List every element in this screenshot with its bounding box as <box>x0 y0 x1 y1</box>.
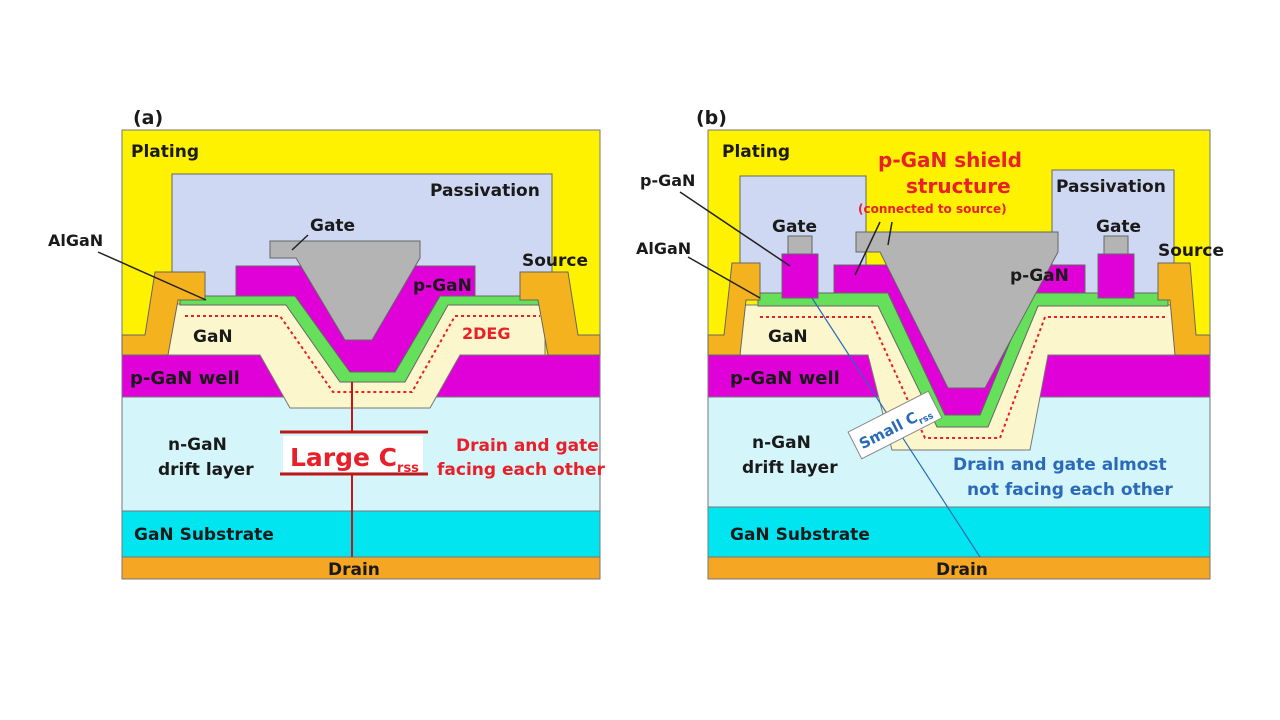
panel-b: Small Crss (b) Plating Passivation p-GaN… <box>636 107 1224 580</box>
gate-leader <box>291 234 309 251</box>
pgan-leader <box>679 191 791 267</box>
shield-leader-2 <box>887 221 893 246</box>
shield-leader-1 <box>854 221 881 276</box>
drain-layer <box>121 556 601 580</box>
gate-right-label: Gate <box>1096 217 1141 237</box>
gate-right-electrode <box>1103 235 1129 255</box>
gan-label: GaN <box>193 327 233 347</box>
shield-electrode <box>855 231 1059 389</box>
source-left-metal <box>707 262 761 356</box>
panel-a-tag: (a) <box>133 107 163 129</box>
drift-label-line2: drift layer <box>742 458 838 478</box>
shield-label-line1: p-GaN shield <box>878 148 1022 172</box>
note-line1: Drain and gate almost <box>953 455 1167 475</box>
algan-leader <box>687 256 761 299</box>
note-line2: facing each other <box>437 460 605 480</box>
panel-b-tag: (b) <box>696 107 727 129</box>
substrate-layer <box>121 510 601 558</box>
pgan-label: p-GaN <box>1010 266 1069 286</box>
algan-leader <box>97 251 207 301</box>
pgan-well-label: p-GaN well <box>730 368 840 389</box>
passivation-label: Passivation <box>430 181 540 201</box>
substrate-layer <box>707 506 1211 558</box>
drift-label-line1: n-GaN <box>752 433 811 453</box>
crss-large-label: Large Crss <box>290 443 419 476</box>
twodeg-label: 2DEG <box>462 324 510 343</box>
gate-left-electrode <box>787 235 813 255</box>
source-label: Source <box>522 251 588 271</box>
crss-label-bg <box>283 436 423 472</box>
passivation-label: Passivation <box>1056 177 1166 197</box>
panel-a: (a) Plating Passivation Gate AlGaN Sourc… <box>48 107 605 580</box>
twodeg-line <box>185 315 540 393</box>
twodeg-line <box>760 316 1168 439</box>
note-line2: not facing each other <box>967 480 1173 500</box>
source-left-metal <box>121 271 206 356</box>
shield-label-line3: (connected to source) <box>858 202 1007 216</box>
drain-layer <box>707 556 1211 580</box>
source-right-metal <box>1157 262 1211 356</box>
gate-label: Gate <box>310 216 355 236</box>
shield-label-line2: structure <box>906 174 1011 198</box>
pgan-left-label: p-GaN <box>640 171 695 190</box>
source-label: Source <box>1158 241 1224 261</box>
gate-left-label: Gate <box>772 217 817 237</box>
drift-label-line1: n-GaN <box>168 435 227 455</box>
plating-label: Plating <box>722 142 790 162</box>
gate-right-pgan <box>1097 253 1135 299</box>
substrate-label: GaN Substrate <box>730 525 870 545</box>
pgan-well-label: p-GaN well <box>130 368 240 389</box>
gan-label: GaN <box>768 327 808 347</box>
pgan-label: p-GaN <box>413 276 472 296</box>
substrate-label: GaN Substrate <box>134 525 274 545</box>
drain-label: Drain <box>328 560 380 580</box>
drain-label: Drain <box>936 560 988 580</box>
algan-label: AlGaN <box>636 239 691 258</box>
note-line1: Drain and gate <box>456 436 599 456</box>
gate-electrode <box>269 240 421 341</box>
source-right-metal <box>519 271 601 356</box>
drift-label-line2: drift layer <box>158 460 254 480</box>
plating-label: Plating <box>131 142 199 162</box>
gate-left-pgan <box>781 253 819 299</box>
algan-label: AlGaN <box>48 231 103 250</box>
